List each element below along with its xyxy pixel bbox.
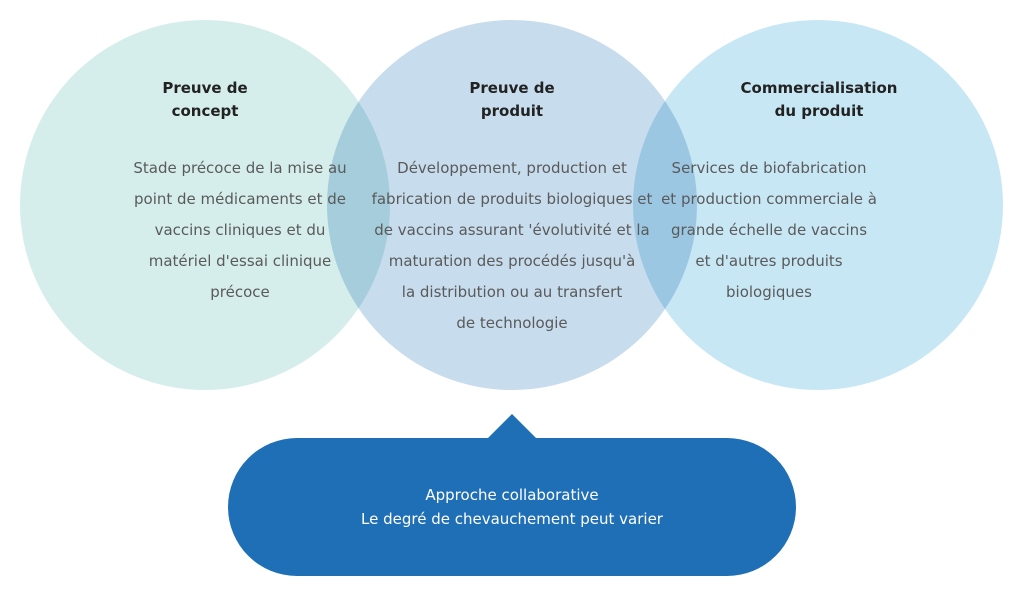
commercialization-circle [633,20,1003,390]
callout-title: Approche collaborative [425,486,599,504]
collaborative-approach-callout: Approche collaborative Le degré de cheva… [228,438,796,576]
callout-subtitle: Le degré de chevauchement peut varier [361,510,663,528]
callout-pointer [486,414,538,440]
